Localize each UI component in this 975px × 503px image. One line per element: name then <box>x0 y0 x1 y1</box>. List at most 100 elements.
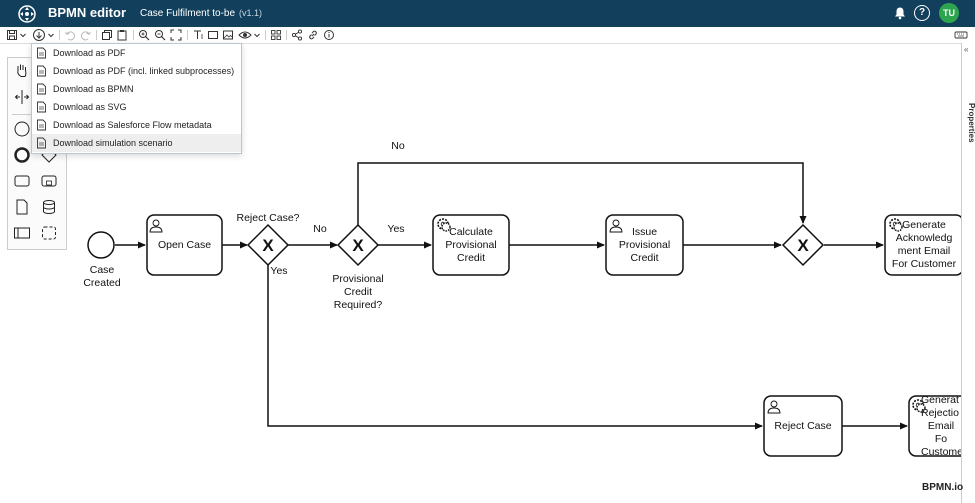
image-icon[interactable] <box>222 28 234 42</box>
file-salesforce-icon <box>37 119 46 131</box>
menu-item-download-pdf[interactable]: Download as PDF <box>32 44 241 62</box>
label-line: Created <box>83 277 121 289</box>
collapse-panel-icon[interactable]: « <box>964 45 969 54</box>
menu-item-download-bpmn[interactable]: Download as BPMN <box>32 80 241 98</box>
task-label: Open Case <box>157 238 212 251</box>
flow-credit-gateway-no[interactable] <box>357 162 807 225</box>
link-icon[interactable] <box>307 28 319 42</box>
help-icon[interactable]: ? <box>914 5 930 21</box>
paste-icon[interactable] <box>116 28 128 42</box>
eye-icon[interactable] <box>238 28 252 42</box>
toolbar-divider <box>133 30 134 40</box>
hand-tool-icon[interactable] <box>13 61 31 79</box>
task-calculate-provisional-credit[interactable] <box>432 214 510 276</box>
label-line: Acknowledg <box>895 232 953 244</box>
file-simulation-icon <box>37 137 46 149</box>
task-issue-provisional-credit[interactable] <box>605 214 684 276</box>
data-object-tool-icon[interactable] <box>13 198 31 216</box>
properties-panel-label[interactable]: Properties <box>967 103 975 143</box>
end-event-tool-icon[interactable] <box>13 146 31 164</box>
label-line: Custome <box>921 445 961 457</box>
label-line: Generat <box>921 396 959 406</box>
keyboard-icon[interactable] <box>954 28 968 42</box>
document-title[interactable]: Case Fulfilment to-be(v1.1) <box>140 8 262 19</box>
group-tool-icon[interactable] <box>40 224 58 242</box>
menu-item-label: Download as PDF (incl. linked subprocess… <box>53 66 235 76</box>
gateway-reject-case[interactable] <box>246 223 290 267</box>
file-pdf-icon <box>37 47 46 59</box>
start-event-case-created[interactable] <box>87 231 115 259</box>
gateway-merge[interactable] <box>781 223 825 267</box>
gateway-x-mark: X <box>352 236 364 255</box>
frame-icon[interactable] <box>207 28 219 42</box>
label-line: Credit <box>456 251 485 264</box>
task-tool-icon[interactable] <box>13 172 31 190</box>
file-bpmn-icon <box>37 83 46 95</box>
gateway-x-mark: X <box>262 236 274 255</box>
document-version: (v1.1) <box>239 8 263 18</box>
chevron-down-icon[interactable] <box>47 28 55 42</box>
user-task-icon <box>149 219 163 233</box>
menu-item-download-salesforce[interactable]: Download as Salesforce Flow metadata <box>32 116 241 134</box>
document-name: Case Fulfilment to-be <box>140 8 236 19</box>
subprocess-tool-icon[interactable] <box>40 172 58 190</box>
zoom-out-icon[interactable] <box>154 28 166 42</box>
toolbar-divider <box>96 30 97 40</box>
menu-item-label: Download as Salesforce Flow metadata <box>53 120 212 130</box>
flow-label: Yes <box>387 223 405 235</box>
start-event-tool-icon[interactable] <box>13 120 31 138</box>
grid-apps-icon[interactable] <box>270 28 282 42</box>
text-format-icon[interactable] <box>192 28 204 42</box>
gateway-provisional-credit[interactable] <box>336 223 380 267</box>
label-line: For Customer <box>891 258 957 270</box>
label-line: Issue <box>631 225 658 238</box>
copy-icon[interactable] <box>101 28 113 42</box>
user-task-icon <box>609 219 623 233</box>
redo-icon[interactable] <box>80 28 92 42</box>
info-icon[interactable] <box>323 28 335 42</box>
share-icon[interactable] <box>291 28 303 42</box>
label-line: Email Fo <box>927 419 955 445</box>
user-avatar[interactable]: TU <box>939 3 959 23</box>
menu-item-label: Download simulation scenario <box>53 138 173 148</box>
menu-item-download-pdf-subprocesses[interactable]: Download as PDF (incl. linked subprocess… <box>32 62 241 80</box>
chevron-down-icon[interactable] <box>253 28 261 42</box>
flow-label: Yes <box>270 265 288 277</box>
flow-reject-gateway-yes[interactable] <box>267 265 763 430</box>
menu-item-download-simulation[interactable]: Download simulation scenario <box>32 134 241 152</box>
task-reject-case[interactable] <box>763 395 843 457</box>
flow-label: No <box>391 140 405 152</box>
save-icon[interactable] <box>6 28 18 42</box>
pool-tool-icon[interactable] <box>13 224 31 242</box>
bell-icon[interactable] <box>893 6 907 20</box>
gateway-label: Reject Case? <box>236 212 300 224</box>
toolbar-divider <box>187 30 188 40</box>
menu-item-label: Download as PDF <box>53 48 126 58</box>
download-icon[interactable] <box>32 28 46 42</box>
bpmn-io-watermark[interactable]: BPMN.io <box>922 482 964 493</box>
label-line: Generate <box>902 219 946 231</box>
gateway-x-mark: X <box>797 236 809 255</box>
toolbar-divider <box>265 30 266 40</box>
fit-to-screen-icon[interactable] <box>170 28 182 42</box>
space-tool-icon[interactable] <box>13 88 31 106</box>
undo-icon[interactable] <box>64 28 76 42</box>
label-line: Credit <box>630 251 659 264</box>
label-line: Provisional <box>445 238 497 251</box>
chevron-down-icon[interactable] <box>19 28 27 42</box>
app-logo-icon[interactable] <box>18 5 36 23</box>
zoom-in-icon[interactable] <box>138 28 150 42</box>
data-store-tool-icon[interactable] <box>40 198 58 216</box>
menu-item-download-svg[interactable]: Download as SVG <box>32 98 241 116</box>
properties-panel[interactable]: « Properties <box>961 43 975 503</box>
task-open-case[interactable] <box>146 214 223 276</box>
file-pdf-icon <box>37 65 46 77</box>
menu-item-label: Download as BPMN <box>53 84 134 94</box>
